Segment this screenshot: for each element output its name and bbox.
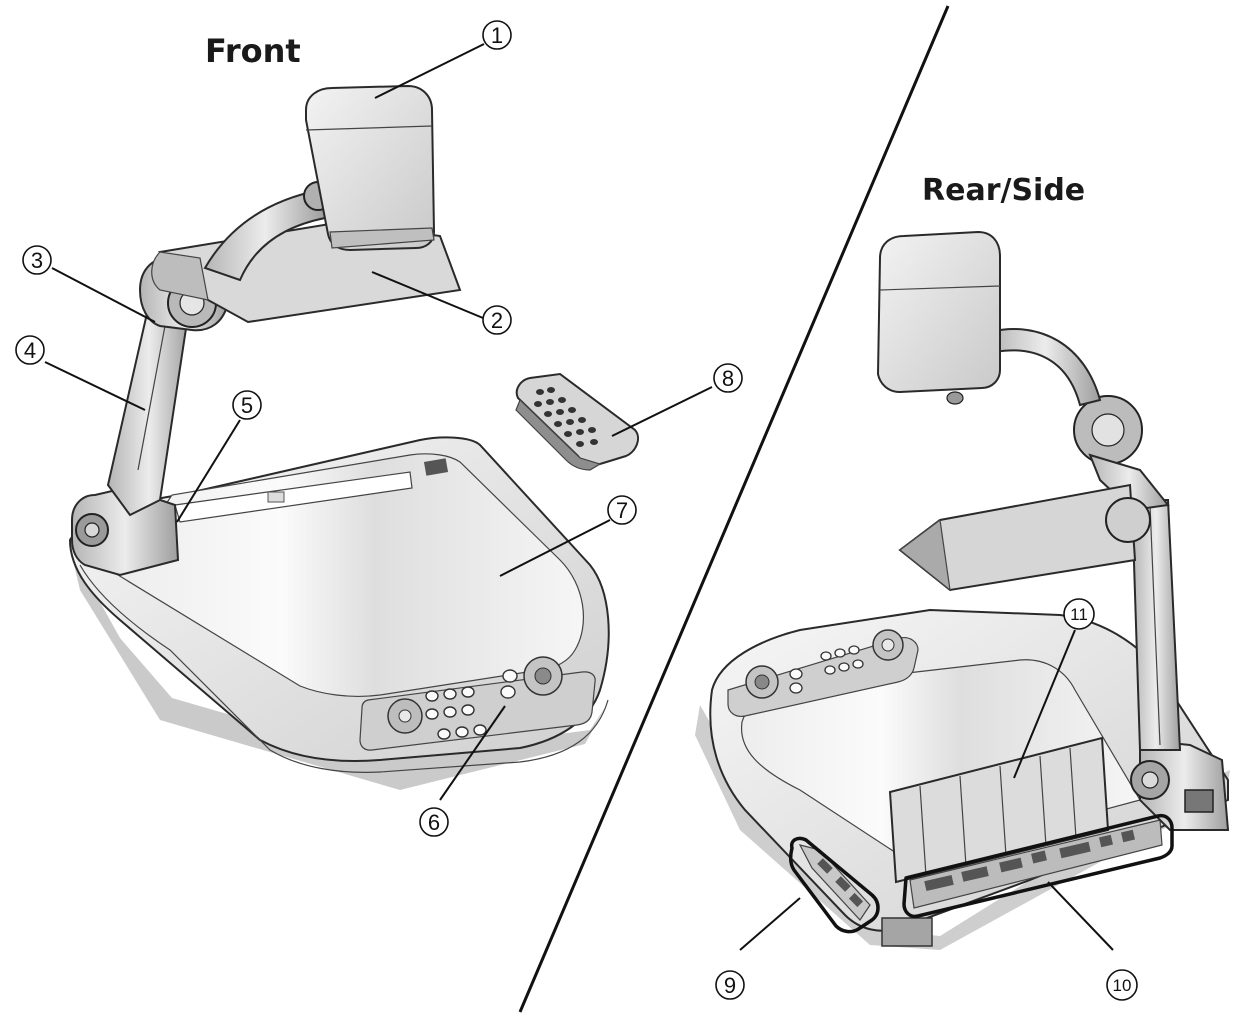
rear-side-view [695, 230, 1230, 950]
rear-camera-lens [946, 391, 964, 405]
callout-10: 10 [1106, 969, 1138, 1001]
svg-text:2: 2 [491, 308, 503, 333]
front-view [68, 84, 639, 790]
front-base-bevel [79, 564, 609, 773]
front-lamp-end [151, 251, 209, 301]
rear-power-socket [1184, 789, 1214, 813]
callouts: 1 2 3 4 5 6 7 8 [15, 20, 1138, 1001]
rear-control-panel [727, 637, 919, 717]
svg-text:10: 10 [1113, 976, 1132, 995]
heading-front: Front [205, 32, 301, 70]
callout-9: 9 [715, 970, 745, 1000]
rear-foot-front [881, 917, 933, 947]
callout-4: 4 [15, 335, 45, 365]
svg-text:3: 3 [31, 248, 43, 273]
front-glass-marker [267, 491, 285, 503]
front-dpad-right-center [534, 667, 552, 685]
rear-camera-head [876, 230, 1001, 394]
front-lower-arm [106, 298, 192, 517]
rear-side-connectors [817, 858, 864, 908]
svg-text:11: 11 [1070, 605, 1088, 624]
rear-elbow-knob [1091, 413, 1125, 447]
callout-1: 1 [482, 20, 512, 50]
rear-panel-buttons [789, 645, 864, 694]
callout-2: 2 [482, 305, 512, 335]
front-arm-knob-inner [84, 522, 100, 538]
rear-dpad-right-center [881, 638, 895, 652]
svg-text:4: 4 [24, 338, 36, 363]
divider-line [518, 5, 950, 1013]
rear-camera-head-seam [879, 285, 1001, 291]
rear-dpad-left-center [754, 674, 770, 690]
rear-lamp-end [899, 518, 951, 592]
callout-6: 6 [419, 807, 449, 837]
svg-text:9: 9 [724, 973, 736, 998]
front-arm-base [71, 486, 180, 577]
highlight-box-10 [902, 813, 1174, 919]
svg-text:1: 1 [491, 23, 503, 48]
front-latch [423, 458, 449, 476]
front-panel-buttons [425, 669, 518, 740]
svg-text:8: 8 [722, 366, 734, 391]
rear-connectors [924, 829, 1135, 892]
heading-rear-side: Rear/Side [922, 173, 1085, 208]
highlight-box-9 [788, 836, 880, 934]
rear-arm-knob-inner [1141, 771, 1159, 789]
callout-5: 5 [232, 390, 262, 420]
rear-gooseneck [988, 328, 1102, 407]
front-camera-head-bottom [329, 227, 435, 249]
svg-text:6: 6 [428, 810, 440, 835]
svg-text:7: 7 [616, 498, 628, 523]
rear-film-panel-ridges [919, 747, 1077, 877]
rear-middle-arm [1088, 453, 1170, 512]
front-glass-slot [174, 471, 413, 523]
front-base-shadow [70, 548, 606, 790]
callout-3: 3 [22, 245, 52, 275]
remote-control [515, 372, 639, 471]
front-camera-head-seam [305, 125, 433, 131]
rear-connector-strip [909, 819, 1163, 909]
rear-lamp-pivot [1105, 497, 1151, 543]
leader-lines [44, 43, 1114, 951]
callout-11: 11 [1063, 598, 1095, 630]
callout-7: 7 [607, 495, 637, 525]
front-dpad-left-center [398, 709, 412, 723]
svg-text:5: 5 [241, 393, 253, 418]
rear-lower-arm-edge [1149, 504, 1161, 746]
callout-8: 8 [713, 363, 743, 393]
front-lower-arm-edge [137, 309, 169, 471]
